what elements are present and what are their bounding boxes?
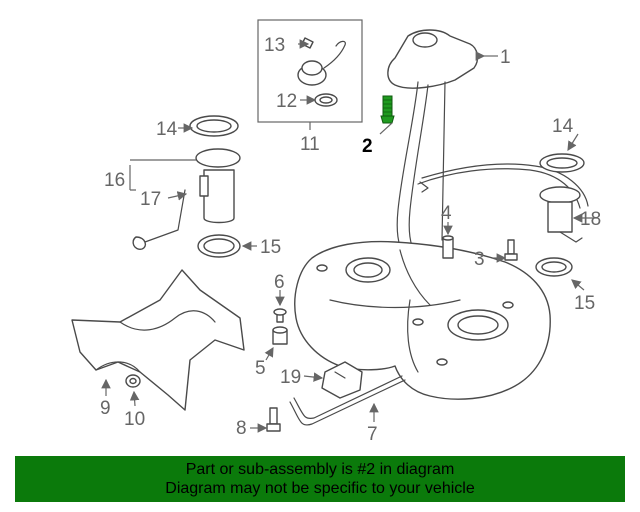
part-7-strap[interactable]	[289, 375, 406, 426]
part-2-bolt-highlighted[interactable]	[380, 95, 395, 124]
callout-16: 16	[104, 170, 125, 191]
callout-12: 12	[276, 91, 297, 112]
part-18-sender-unit[interactable]	[539, 186, 583, 243]
part-15-seal-left[interactable]	[197, 234, 241, 258]
callout-17: 17	[140, 189, 161, 210]
callout-11: 11	[300, 134, 320, 155]
callout-6: 6	[274, 272, 285, 293]
part-14-lock-ring-left[interactable]	[189, 115, 239, 137]
callout-10: 10	[124, 409, 145, 430]
callout-7: 7	[367, 424, 378, 445]
part-16-fuel-pump-module[interactable]	[132, 148, 241, 250]
part-10-nut[interactable]	[125, 374, 141, 388]
callout-15-right: 15	[574, 293, 595, 314]
banner-line-2: Diagram may not be specific to your vehi…	[165, 480, 475, 497]
callout-2: 2	[362, 136, 373, 157]
callout-8: 8	[236, 418, 247, 439]
part-3-bolt[interactable]	[504, 239, 518, 261]
part-11-kit-box[interactable]	[257, 19, 363, 123]
part-1-filler-neck[interactable]	[387, 29, 479, 247]
callout-1: 1	[500, 47, 511, 68]
callout-15-left: 15	[260, 237, 281, 258]
callout-9: 9	[100, 398, 111, 419]
part-19-bracket[interactable]	[321, 361, 363, 399]
part-8-bolt[interactable]	[266, 407, 281, 432]
callout-14-left: 14	[156, 119, 178, 140]
leader-2	[379, 122, 393, 135]
callout-14-right: 14	[552, 116, 574, 137]
callout-19: 19	[280, 367, 301, 388]
diagram-info-banner: Part or sub-assembly is #2 in diagram Di…	[15, 456, 625, 502]
banner-line-1: Part or sub-assembly is #2 in diagram	[185, 461, 455, 478]
callout-4: 4	[441, 203, 452, 224]
part-9-heat-shield[interactable]	[71, 269, 245, 411]
fuel-tank[interactable]	[294, 240, 551, 400]
part-15-seal-right[interactable]	[535, 257, 573, 277]
fuel-system-diagram: 1 2 3 4 5 6 7 8 9 10 11 12 13 14 14 15 1…	[71, 19, 601, 445]
part-14-lock-ring-right[interactable]	[539, 153, 585, 173]
part-4-valve[interactable]	[442, 235, 454, 259]
callout-18: 18	[580, 209, 601, 230]
callout-5: 5	[255, 358, 266, 379]
part-6-bolt[interactable]	[273, 308, 287, 323]
part-5-bushing[interactable]	[272, 326, 288, 345]
leader-lines	[101, 39, 598, 433]
callout-13: 13	[264, 35, 285, 56]
callout-3: 3	[474, 249, 485, 270]
